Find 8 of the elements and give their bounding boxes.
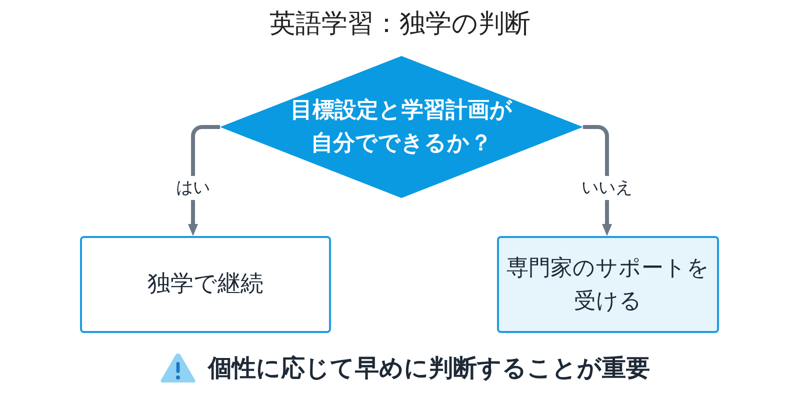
- box-text: 独学で継続: [148, 270, 264, 300]
- question-text: 目標設定と学習計画が自分でできるか？: [290, 96, 514, 158]
- process-box: [497, 236, 719, 333]
- process-box: [80, 236, 331, 333]
- decision-diamond: [220, 56, 583, 198]
- note-text: 個性に応じて早めに判断することが重要: [208, 353, 650, 384]
- title: 英語学習：独学の判断: [270, 8, 530, 41]
- box-text: 専門家のサポートを受ける: [506, 254, 710, 316]
